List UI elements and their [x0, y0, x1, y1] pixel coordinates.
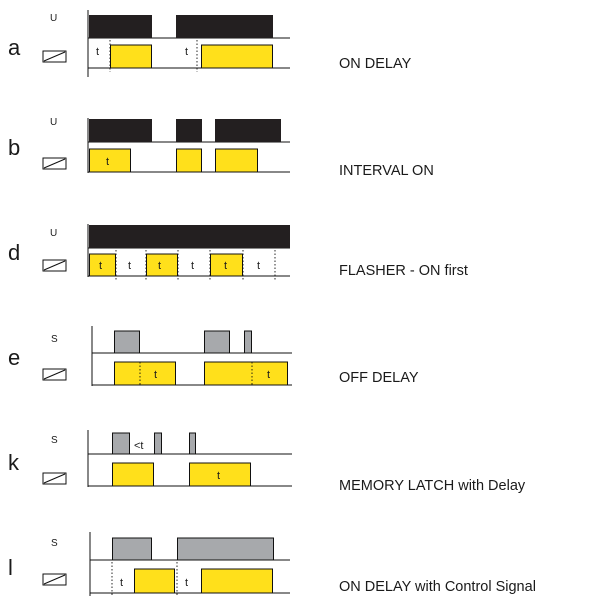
output-pulse	[201, 44, 273, 69]
output-pulse	[201, 568, 273, 594]
mode-label: ON DELAY with Control Signal	[339, 579, 536, 595]
row-d: d U t t t t t t FLASHER - ON first	[8, 224, 468, 280]
row-k: k S <t t MEMORY LATCH with Delay	[8, 430, 526, 494]
output-pulse	[89, 253, 116, 277]
mode-label: FLASHER - ON first	[339, 263, 468, 279]
time-label: t	[185, 46, 188, 58]
signal-label: U	[50, 13, 57, 24]
signal-label: S	[51, 435, 58, 446]
time-label: t	[267, 369, 270, 381]
time-label: t	[106, 156, 109, 168]
relay-coil-icon	[42, 50, 67, 63]
output-pulse	[114, 361, 176, 386]
mode-label: ON DELAY	[339, 56, 412, 72]
time-label: t	[128, 260, 131, 272]
control-pulse	[114, 330, 140, 354]
row-letter: d	[8, 240, 20, 265]
control-pulse	[112, 432, 130, 455]
supply-pulse	[89, 225, 290, 248]
row-e: e S t t OFF DELAY	[8, 326, 419, 386]
time-label: t	[257, 260, 260, 272]
control-pulse	[154, 432, 162, 455]
row-letter: e	[8, 345, 20, 370]
time-label: t	[154, 369, 157, 381]
output-pulse	[215, 148, 258, 173]
time-label: t	[191, 260, 194, 272]
supply-pulse	[176, 119, 202, 142]
output-pulse	[210, 253, 243, 277]
mode-label: MEMORY LATCH with Delay	[339, 478, 526, 494]
time-label: t	[120, 577, 123, 589]
mode-label: INTERVAL ON	[339, 163, 434, 179]
mode-label: OFF DELAY	[339, 370, 419, 386]
row-letter: b	[8, 135, 20, 160]
supply-pulse	[89, 15, 152, 38]
time-label: t	[217, 470, 220, 482]
time-label: <t	[134, 440, 143, 452]
output-pulse	[110, 44, 152, 69]
control-pulse	[177, 537, 274, 561]
control-pulse	[204, 330, 230, 354]
signal-label: S	[51, 334, 58, 345]
output-pulse	[176, 148, 202, 173]
relay-coil-icon	[42, 259, 67, 272]
relay-coil-icon	[42, 472, 67, 485]
output-pulse	[89, 148, 131, 173]
row-letter: a	[8, 35, 21, 60]
supply-pulse	[89, 119, 152, 142]
relay-coil-icon	[42, 368, 67, 381]
time-label: t	[158, 260, 161, 272]
relay-coil-icon	[42, 573, 67, 586]
signal-label: U	[50, 228, 57, 239]
row-a: a U t t ON DELAY	[8, 10, 412, 77]
relay-coil-icon	[42, 157, 67, 170]
time-label: t	[96, 46, 99, 58]
supply-pulse	[215, 119, 281, 142]
output-pulse	[134, 568, 175, 594]
output-pulse	[112, 462, 154, 487]
signal-label: U	[50, 117, 57, 128]
time-label: t	[99, 260, 102, 272]
control-pulse	[189, 432, 196, 455]
control-pulse	[112, 537, 152, 561]
row-letter: k	[8, 450, 20, 475]
output-pulse	[204, 361, 288, 386]
signal-label: S	[51, 538, 58, 549]
time-label: t	[224, 260, 227, 272]
output-pulse	[189, 462, 251, 487]
row-l: l S t t ON DELAY with Control Signal	[8, 532, 536, 596]
control-pulse	[244, 330, 252, 354]
row-b: b U t INTERVAL ON	[8, 117, 434, 179]
output-pulse	[146, 253, 178, 277]
time-label: t	[185, 577, 188, 589]
row-letter: l	[8, 555, 13, 580]
supply-pulse	[176, 15, 273, 38]
